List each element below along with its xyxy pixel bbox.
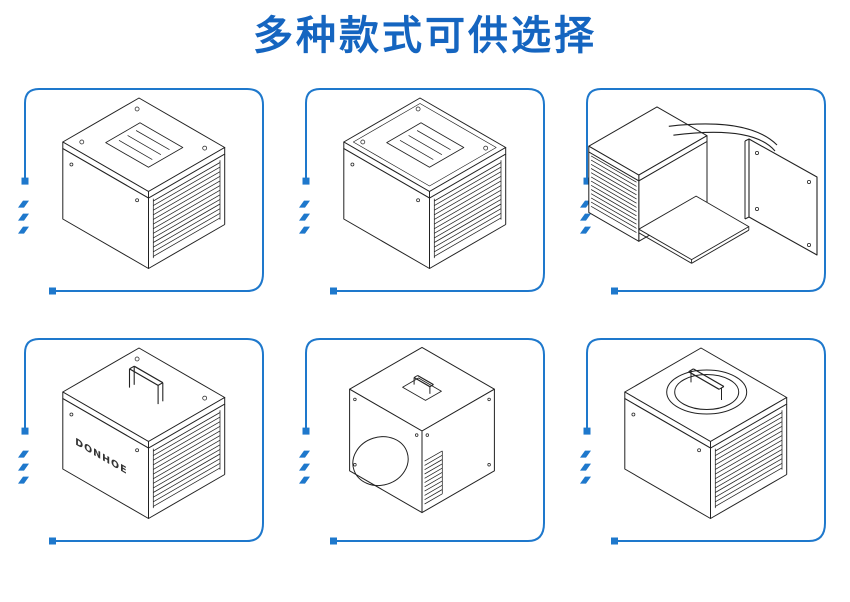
page-title: 多种款式可供选择: [253, 14, 597, 58]
style-2-slotted-rack-line-drawing: [343, 97, 507, 269]
decorative-frame: [18, 88, 264, 295]
decorative-frame: [580, 88, 826, 295]
decorative-frame: [299, 338, 545, 545]
product-panel-style-3-exploded-rack: [572, 76, 840, 304]
style-4-handle-rack-line-drawing: DONHOE: [62, 347, 226, 519]
product-panel-style-6-ring-rack: [572, 326, 840, 554]
style-3-exploded-rack-line-drawing: [588, 106, 818, 264]
style-5-cube-enclosure-line-drawing: [349, 346, 495, 514]
product-panel-style-1-slotted-rack: [10, 76, 278, 304]
style-1-slotted-rack-line-drawing: [62, 97, 226, 269]
decorative-frame: [18, 338, 264, 545]
product-panel-style-4-handle-rack: DONHOE: [10, 326, 278, 554]
panel-grid: DONHOE: [0, 76, 850, 554]
product-panel-style-5-cube-enclosure: [291, 326, 559, 554]
decorative-frame: [299, 88, 545, 295]
decorative-frame: [580, 338, 826, 545]
style-6-ring-rack-line-drawing: [624, 347, 788, 519]
product-panel-style-2-slotted-rack: [291, 76, 559, 304]
